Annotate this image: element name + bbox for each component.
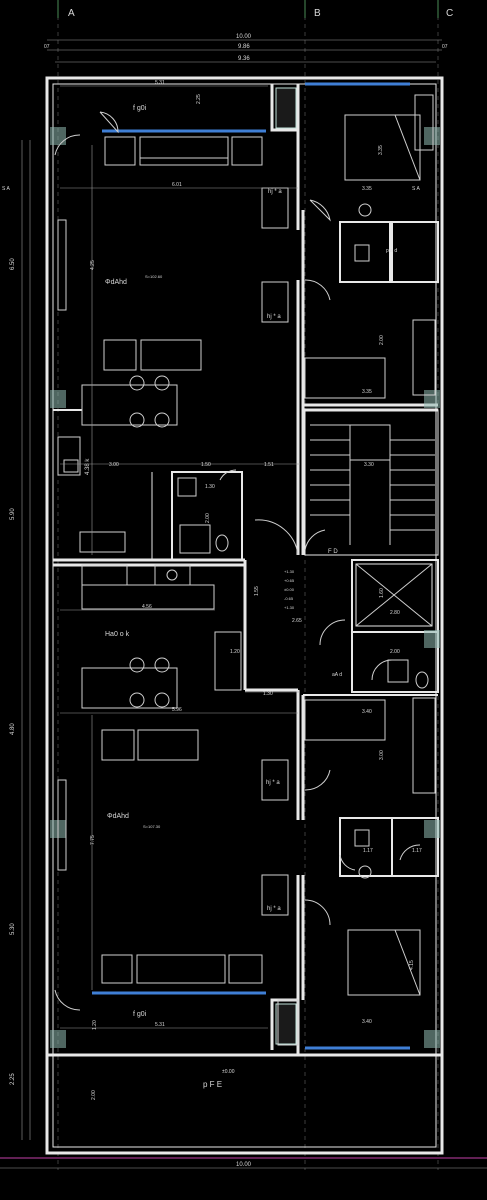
bottom-dimension: 10.00 xyxy=(0,1157,487,1169)
label-terrace-bottom: f g0i xyxy=(133,1011,147,1018)
label-kitchen-top: 4.38 k xyxy=(85,458,91,475)
idim-3-35a: 3.35 xyxy=(362,186,372,192)
idim-4-56: 4.56 xyxy=(142,604,152,610)
left-dim-1: 6.50 xyxy=(10,258,16,270)
grid-label-a: A xyxy=(68,8,75,19)
columns xyxy=(50,87,440,1048)
dim-bottom: 10.00 xyxy=(236,1162,252,1168)
idim-2-00b: 2.00 xyxy=(205,513,211,523)
label-bath-b: p a d xyxy=(386,248,397,254)
level-1: +1.30 xyxy=(284,569,295,574)
left-dim-4: 5.30 xyxy=(10,923,16,935)
dim-inner: 9.86 xyxy=(238,44,250,50)
label-living-top: ΦdAhd xyxy=(105,279,127,286)
dim-edge-right: 07 xyxy=(442,44,448,50)
idim-2-25: 2.25 xyxy=(196,94,202,104)
inner-dimensions: 6.01 3.35 3.35 2.00 3.35 3.00 1.50 1.51 … xyxy=(60,94,422,1100)
left-dim-5: 2.25 xyxy=(10,1073,16,1085)
label-bed2: hj * a xyxy=(267,314,281,320)
idim-1-55a: 1.55 xyxy=(254,586,260,596)
top-dimensions: 10.00 9.86 9.36 07 07 5.31 xyxy=(44,34,448,87)
idim-1-20b: 1.20 xyxy=(92,1020,98,1030)
idim-5-31b: 5.31 xyxy=(155,1022,165,1028)
interior-walls xyxy=(53,84,439,1055)
idim-2-00c: 2.00 xyxy=(390,649,400,655)
idim-3-40b: 3.40 xyxy=(362,1019,372,1025)
label-terrace-top: f g0i xyxy=(133,105,147,112)
level-callouts: +1.30 +0.65 ±0.00 -0.65 +1.30 xyxy=(284,569,295,610)
label-living-bottom-area: S=107.30 xyxy=(143,824,161,829)
idim-3-35c: 3.35 xyxy=(362,389,372,395)
level-3: ±0.00 xyxy=(284,587,295,592)
room-labels: f g0i hj * a hj * a ΦdAhd S=102.60 4.38 … xyxy=(85,105,397,1089)
level-5: +1.30 xyxy=(284,605,295,610)
label-living-bottom: ΦdAhd xyxy=(107,813,129,820)
grid-label-b: B xyxy=(314,8,321,19)
section-mark-left: S A xyxy=(2,186,10,192)
furniture xyxy=(57,94,436,1046)
idim-4-25: 4.25 xyxy=(90,260,96,270)
idim-2-00d: 2.00 xyxy=(91,1090,97,1100)
idim-2-65: 2.65 xyxy=(292,618,302,624)
windows xyxy=(92,82,410,1050)
section-mark-right: S A xyxy=(412,186,420,192)
left-dim-3: 4.80 xyxy=(10,723,16,735)
label-bath-a: aA d xyxy=(332,672,342,678)
idim-6-01: 6.01 xyxy=(172,182,182,188)
idim-3-00: 3.00 xyxy=(109,462,119,468)
idim-5-96: 5.96 xyxy=(172,707,182,713)
level-4: -0.65 xyxy=(284,596,294,601)
dim-edge-left: 07 xyxy=(44,44,50,50)
grid-label-c: C xyxy=(446,8,453,19)
left-dimensions: 6.50 5.90 4.80 5.30 2.25 S A S A xyxy=(2,140,420,1140)
label-entrance-level: ±0.00 xyxy=(222,1069,235,1075)
outer-walls xyxy=(45,76,444,1155)
idim-1-20: 1.20 xyxy=(230,649,240,655)
idim-1-30b: 1.30 xyxy=(263,691,273,697)
idim-1-17b: 1.17 xyxy=(412,848,422,854)
idim-1-60: 1.60 xyxy=(379,588,385,598)
label-entrance: p F E xyxy=(203,1080,222,1089)
dim-overall: 10.00 xyxy=(236,34,252,40)
label-bed1: hj * a xyxy=(268,189,282,195)
idim-4-15: 4.15 xyxy=(409,960,415,970)
idim-1-51: 1.51 xyxy=(264,462,274,468)
idim-7-75: 7.75 xyxy=(90,835,96,845)
dim-inner2: 9.36 xyxy=(238,56,250,62)
idim-2-80: 2.80 xyxy=(390,610,400,616)
label-bed4: hj * a xyxy=(267,906,281,912)
idim-1-17a: 1.17 xyxy=(363,848,373,854)
door-swings xyxy=(54,111,421,1011)
idim-2-00a: 2.00 xyxy=(379,335,385,345)
stair-label: F D xyxy=(328,549,338,555)
idim-3-40a: 3.40 xyxy=(362,709,372,715)
idim-1-30a: 1.30 xyxy=(205,484,215,490)
label-kitchen-bottom: Ha0 o k xyxy=(105,631,130,638)
idim-1-50: 1.50 xyxy=(201,462,211,468)
dim-top-span: 5.31 xyxy=(155,80,165,86)
level-2: +0.65 xyxy=(284,578,295,583)
label-living-top-area: S=102.60 xyxy=(145,274,163,279)
idim-3-30: 3.30 xyxy=(364,462,374,468)
staircase: F D xyxy=(304,409,439,556)
label-bed3: hj * a xyxy=(266,780,280,786)
idim-3-00b: 3.00 xyxy=(379,750,385,760)
left-dim-2: 5.90 xyxy=(10,508,16,520)
idim-3-35b: 3.35 xyxy=(378,145,384,155)
